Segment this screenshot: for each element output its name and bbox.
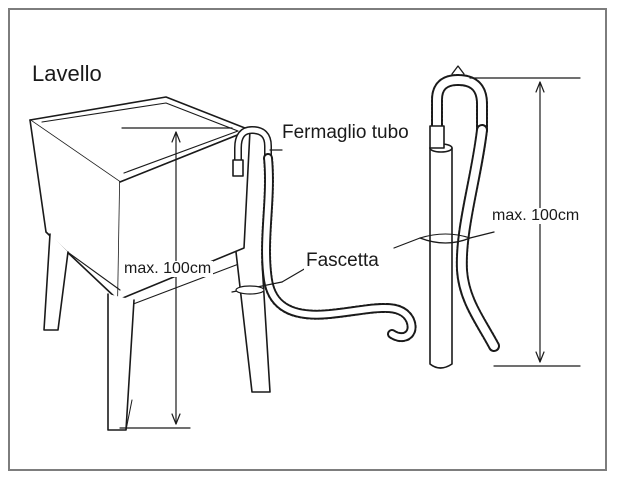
sink-illustration <box>29 96 271 431</box>
hose-clip-label: Fermaglio tubo <box>280 122 411 143</box>
sink-height-dimension <box>119 127 233 429</box>
sink-max-height-label: max. 100cm <box>122 260 214 277</box>
cable-tie-label: Fascetta <box>304 250 381 271</box>
standpipe-max-height-label: max. 100cm <box>490 207 582 224</box>
standpipe-illustration <box>393 65 500 369</box>
sink-label: Lavello <box>32 61 102 86</box>
hose-on-sink <box>231 126 417 343</box>
